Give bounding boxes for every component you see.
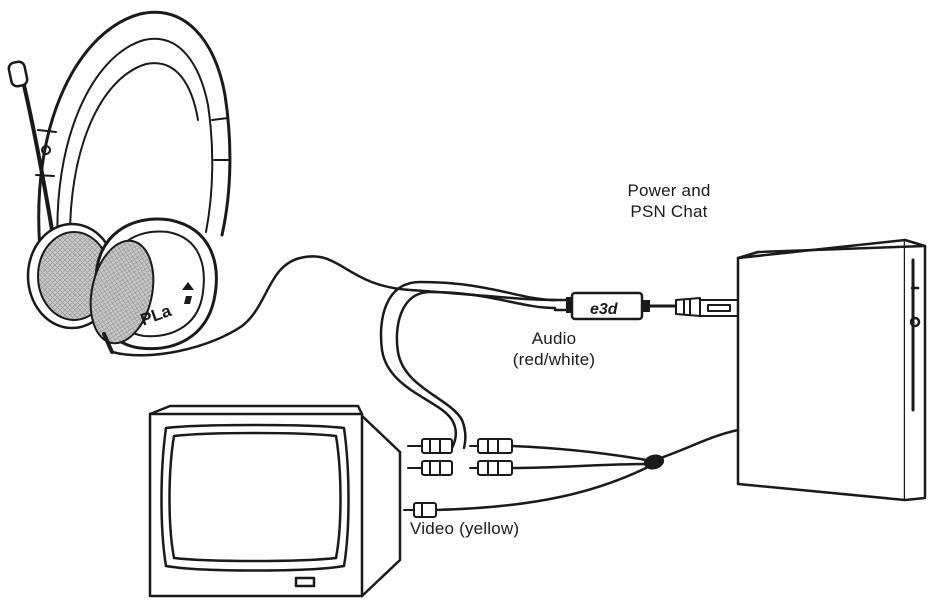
power-and-psn-chat-label: Power and PSN Chat: [614, 180, 724, 222]
rca-plug-audio-red: [407, 438, 453, 454]
console-av-cable: [430, 428, 740, 512]
audio-label: Audio (red/white): [496, 328, 612, 370]
crt-television-icon: [148, 404, 402, 598]
rca-jack-console-2: [469, 460, 513, 476]
adapter-logo: e3d: [590, 301, 619, 318]
audio-label-line-2: (red/white): [512, 350, 596, 369]
audio-label-line-1: Audio: [531, 329, 577, 348]
av-cables: [379, 280, 557, 450]
power-label-line-1: Power and: [627, 181, 711, 200]
rca-plug-audio-white: [407, 460, 453, 476]
usb-plug-icon: [675, 297, 739, 317]
rca-plug-video-yellow: [403, 502, 437, 518]
headset-icon: PLa: [7, 10, 232, 354]
video-label: Video (yellow): [410, 519, 520, 538]
rca-jack-console-1: [469, 438, 513, 454]
power-label-line-2: PSN Chat: [630, 202, 708, 221]
audio-adapter: e3d: [553, 291, 678, 321]
game-console-icon: [736, 238, 927, 502]
